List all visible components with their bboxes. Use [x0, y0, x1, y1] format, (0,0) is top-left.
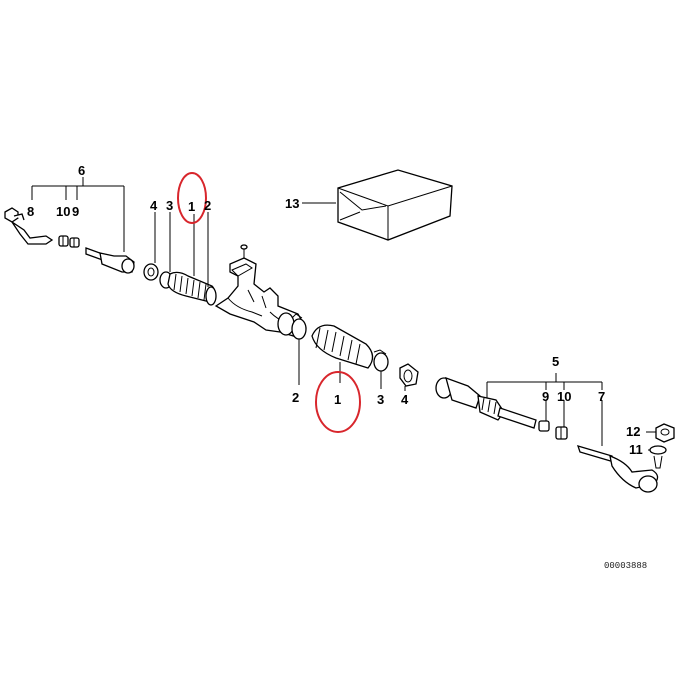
center-boot-group [291, 313, 419, 391]
callout-4-left: 4 [150, 198, 158, 213]
center-clamp-2 [291, 313, 307, 385]
callout-9-left: 9 [72, 204, 79, 219]
left-bellow-boot-1 [167, 214, 216, 303]
callout-2-center: 2 [292, 390, 299, 405]
right-nut-10 [555, 400, 568, 440]
highlight-circle-center-1 [315, 371, 361, 433]
callout-1-left: 1 [188, 199, 195, 214]
callout-6: 6 [78, 163, 85, 178]
callout-13: 13 [285, 196, 299, 211]
left-tie-rod-assembly [4, 177, 135, 274]
callout-3-left: 3 [166, 198, 173, 213]
left-washer-4 [143, 212, 159, 281]
right-inner-tie-rod [435, 376, 537, 429]
center-bellow-boot-1 [311, 324, 374, 383]
left-boot-group [143, 212, 217, 306]
callout-2-left: 2 [204, 198, 211, 213]
right-tie-rod-end-7 [576, 400, 659, 493]
center-clamp-3 [373, 349, 389, 389]
center-washer-4 [399, 363, 419, 391]
right-tie-rod-assembly [435, 373, 675, 493]
right-nut-9 [538, 400, 550, 432]
callout-4-center: 4 [401, 392, 409, 407]
callout-5: 5 [552, 354, 559, 369]
left-inner-tie-rod [85, 247, 135, 274]
document-id: 00003888 [604, 561, 647, 571]
callout-12: 12 [626, 424, 640, 439]
left-clamp-2 [205, 212, 217, 306]
callout-3-center: 3 [377, 392, 384, 407]
left-nut-9 [69, 237, 80, 248]
callout-7: 7 [598, 389, 605, 404]
right-washer-11 [648, 445, 667, 469]
highlight-circle-left-1 [177, 172, 207, 224]
repair-kit-box-13 [302, 169, 453, 241]
left-nut-10 [58, 235, 69, 247]
right-nut-12 [646, 423, 675, 443]
callout-8: 8 [27, 204, 34, 219]
callout-10-left: 10 [56, 204, 70, 219]
callout-10-right: 10 [557, 389, 571, 404]
callout-1-center: 1 [334, 392, 341, 407]
callout-9-right: 9 [542, 389, 549, 404]
callout-11: 11 [629, 442, 643, 457]
left-tie-rod-end [4, 207, 54, 245]
